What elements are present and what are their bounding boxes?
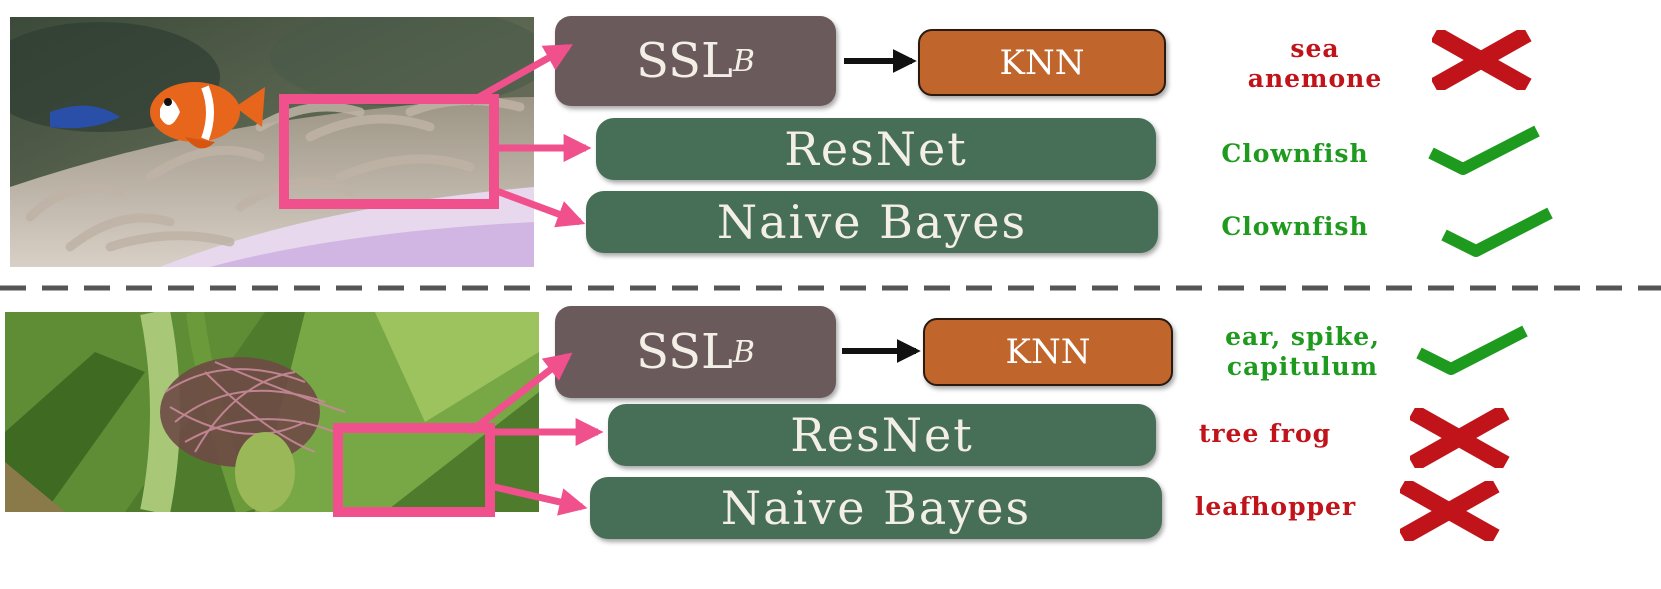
naive-bayes-box: Naive Bayes	[586, 191, 1158, 253]
resnet-prediction: Clownfish	[1221, 139, 1369, 168]
knn-prediction-line2: capitulum	[1226, 352, 1379, 381]
knn-box: KNN	[923, 318, 1173, 386]
knn-label: KNN	[999, 42, 1085, 83]
naive-bayes-label: Naive Bayes	[716, 195, 1028, 249]
knn-prediction: sea anemone	[1215, 34, 1415, 94]
resnet-prediction: tree frog	[1198, 419, 1332, 448]
corn-photo	[5, 312, 539, 512]
knn-label: KNN	[1005, 332, 1091, 372]
resnet-label: ResNet	[784, 122, 968, 176]
naive-bayes-prediction: Clownfish	[1221, 212, 1369, 241]
check-icon	[1441, 207, 1553, 257]
ssl-label: SSL	[636, 33, 733, 89]
resnet-box: ResNet	[608, 404, 1156, 466]
ssl-subscript: B	[732, 43, 755, 79]
knn-prediction-line2: anemone	[1247, 64, 1383, 93]
resnet-box: ResNet	[596, 118, 1156, 180]
ssl-label: SSL	[636, 324, 733, 380]
naive-bayes-prediction: leafhopper	[1194, 492, 1357, 521]
naive-bayes-box: Naive Bayes	[590, 477, 1162, 539]
cross-icon	[1400, 481, 1500, 541]
cross-icon	[1410, 408, 1510, 468]
naive-bayes-label: Naive Bayes	[720, 481, 1032, 535]
clownfish-photo	[10, 17, 534, 267]
check-icon	[1416, 325, 1528, 375]
cross-icon	[1432, 30, 1532, 90]
knn-prediction-line1: ear, spike,	[1225, 322, 1380, 351]
check-icon	[1428, 125, 1540, 175]
knn-prediction: ear, spike, capitulum	[1190, 322, 1415, 382]
knn-prediction-line1: sea	[1290, 34, 1340, 63]
knn-box: KNN	[918, 29, 1166, 96]
resnet-label: ResNet	[790, 408, 974, 462]
ssl-subscript: B	[732, 334, 755, 370]
